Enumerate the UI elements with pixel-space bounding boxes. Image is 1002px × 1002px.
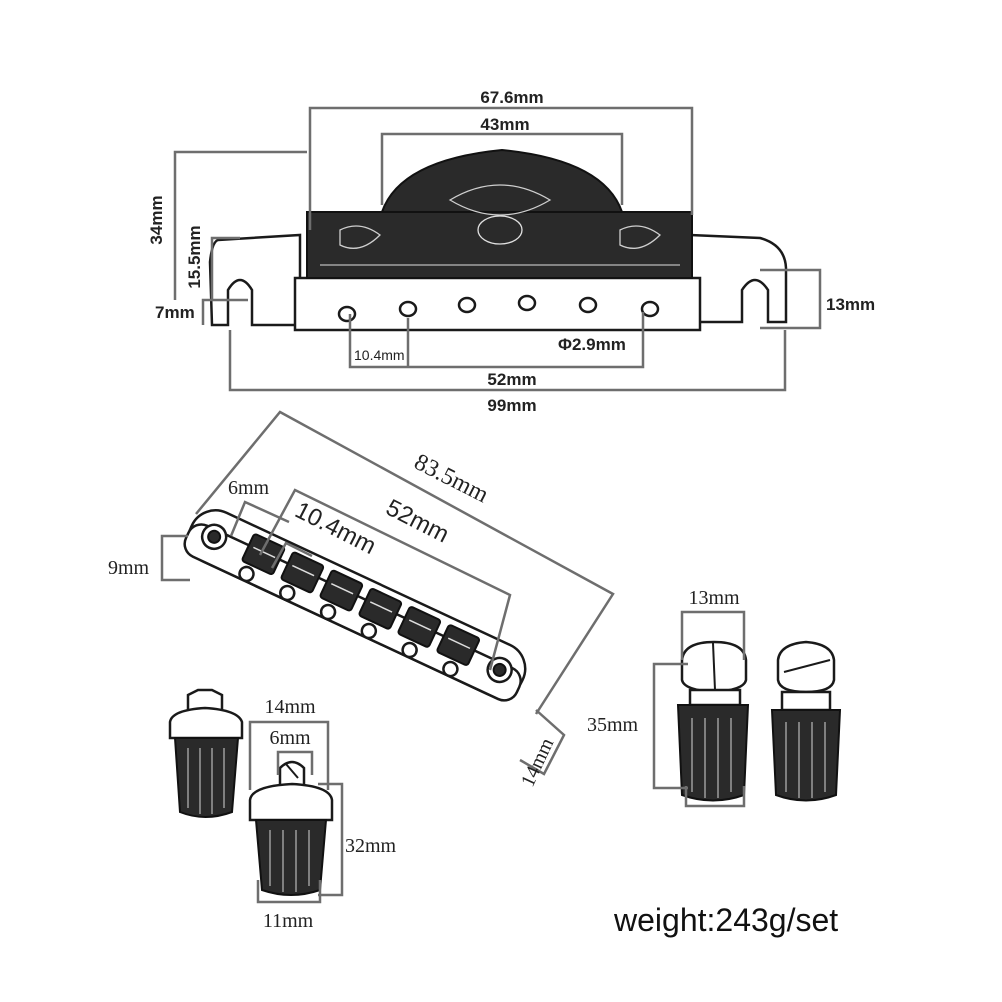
- weight-label: weight:243g/set: [613, 902, 838, 938]
- small-post-labels: 14mm 6mm 32mm 11mm: [263, 696, 397, 932]
- small-post-left: [168, 688, 244, 818]
- bridge-span-label: 52mm: [382, 494, 454, 548]
- string-spacing-label: 10.4mm: [354, 347, 405, 363]
- body-height-label: 15.5mm: [185, 225, 204, 288]
- large-post-head-width-label: 13mm: [688, 587, 740, 609]
- intonation-screws: [238, 565, 459, 678]
- large-post-right: [770, 640, 842, 802]
- bridge-dimension-lines: [160, 410, 615, 776]
- bridge-length-label: 83.5mm: [410, 449, 493, 508]
- large-post-labels: 13mm 35mm: [587, 587, 740, 736]
- span-52-label: 52mm: [487, 370, 536, 389]
- overall-width-label: 67.6mm: [480, 88, 543, 107]
- string-holes: [337, 294, 660, 323]
- small-post-dimension-lines: [248, 720, 344, 904]
- small-post-bottom-width-label: 11mm: [263, 910, 314, 932]
- saddle-width-label: 43mm: [480, 115, 529, 134]
- bridge-drawing: [183, 509, 527, 702]
- large-post-left: [676, 640, 750, 802]
- tailpiece-dimension-lines: [173, 106, 822, 392]
- end-hole-label: 6mm: [228, 477, 270, 499]
- small-post-thread-label: 6mm: [269, 727, 311, 749]
- bridge-thickness-label: 9mm: [108, 557, 150, 579]
- total-height-label: 34mm: [147, 195, 166, 244]
- span-99-label: 99mm: [487, 396, 536, 415]
- small-post-top-width-label: 14mm: [264, 696, 316, 718]
- hole-diameter-label: Φ2.9mm: [558, 335, 626, 354]
- large-post-height-label: 35mm: [587, 714, 639, 736]
- small-post-height-label: 32mm: [345, 835, 397, 857]
- large-post-dimension-lines: [652, 610, 746, 808]
- end-height-label: 13mm: [826, 295, 875, 314]
- tailpiece-drawing: [208, 148, 788, 332]
- small-post-right: [248, 760, 334, 896]
- tailpiece-labels: 67.6mm 43mm 34mm 15.5mm 7mm 13mm 10.4mm …: [147, 88, 875, 415]
- base-height-label: 7mm: [155, 303, 195, 322]
